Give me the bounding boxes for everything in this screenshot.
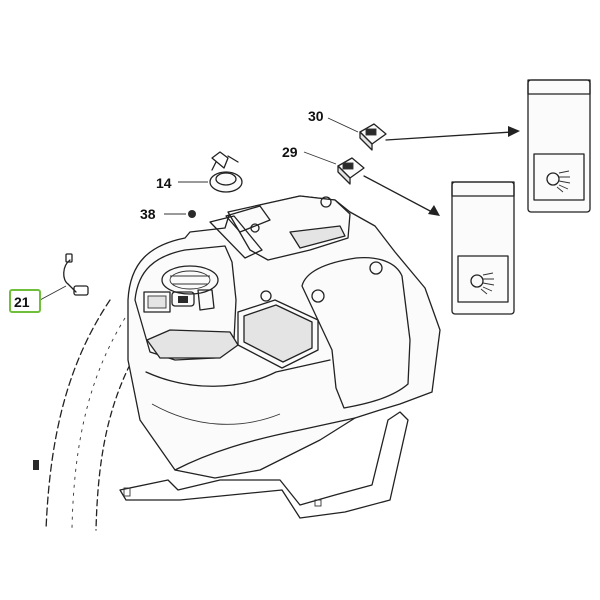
- part-14-key-switch: [178, 151, 243, 193]
- callout-21[interactable]: 21: [9, 289, 41, 313]
- part-29-rocker-switch: [303, 151, 365, 185]
- switch-30-detail: [527, 79, 591, 213]
- callout-29-label[interactable]: 29: [282, 144, 298, 160]
- dashboard-housing: [119, 195, 441, 519]
- part-30-rocker-switch: [327, 117, 387, 151]
- part-21-wire-harness: [39, 253, 89, 301]
- callout-21-label: 21: [14, 294, 30, 310]
- part-38-cap: [164, 210, 196, 218]
- switch-29-detail: [451, 181, 515, 315]
- work-light-icon: [546, 170, 571, 193]
- work-light-icon: [470, 272, 495, 295]
- detail-arrows: [363, 126, 520, 216]
- callout-38-label[interactable]: 38: [140, 206, 156, 222]
- callout-14-label[interactable]: 14: [156, 175, 172, 191]
- callout-30-label[interactable]: 30: [308, 108, 324, 124]
